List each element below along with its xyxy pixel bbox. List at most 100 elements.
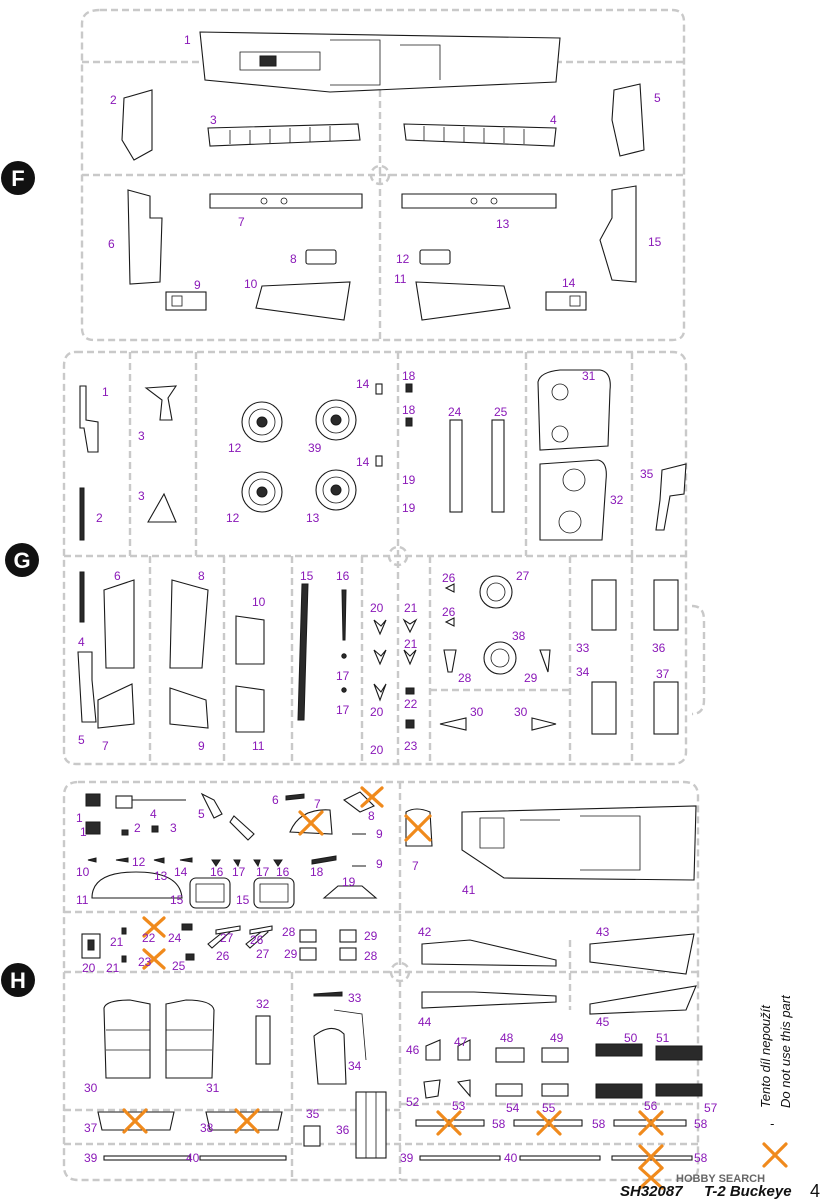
label-h-3: 3 (170, 821, 177, 835)
sprue-g-part-18a (405, 383, 413, 393)
sprue-g-part-33 (591, 579, 617, 631)
label-g-18b: 18 (402, 403, 416, 417)
label-g-22: 22 (404, 697, 418, 711)
label-h-11: 11 (76, 893, 89, 907)
sprue-h-part-16a (211, 859, 221, 867)
label-h-50: 50 (624, 1031, 638, 1045)
label-h-15a: 15 (170, 893, 184, 907)
sprue-h-part-47 (457, 1039, 471, 1061)
sprue-g-part-20b (373, 649, 387, 666)
label-h-28b: 28 (364, 949, 378, 963)
sprue-h-part-18 (311, 855, 337, 865)
label-h-30: 30 (84, 1081, 98, 1095)
sprue-g-part-4 (79, 571, 85, 623)
label-h-44: 44 (418, 1015, 432, 1029)
label-g-29: 29 (524, 671, 538, 685)
sprue-g-part-21b (403, 649, 417, 666)
sprue-g-part-9 (169, 687, 209, 729)
label-h-28a: 28 (282, 925, 296, 939)
sprue-g-part-34 (591, 681, 617, 735)
label-g-4: 4 (78, 635, 85, 649)
sprue-h-part-57 (655, 1083, 703, 1097)
sprue-h-part-38 (205, 1111, 283, 1131)
label-g-3a: 3 (138, 429, 145, 443)
label-g-17b: 17 (336, 703, 350, 717)
sprue-h-part-29a (299, 947, 317, 961)
sprue-f-part-3 (207, 123, 361, 147)
sprue-f-part-7 (209, 193, 363, 209)
label-g-8: 8 (198, 569, 205, 583)
exclusion-mark-h-58b (638, 1166, 664, 1190)
label-f-9: 9 (194, 278, 201, 292)
exclusion-mark-h-55 (536, 1110, 562, 1136)
sprue-g-part-18b (405, 417, 413, 427)
label-g-31: 31 (582, 369, 596, 383)
sprue-h-part-29b (339, 929, 357, 943)
label-g-25: 25 (494, 405, 508, 419)
label-h-55: 55 (542, 1101, 556, 1115)
sprue-f-part-4 (403, 123, 557, 147)
exclusion-mark-h-23 (142, 948, 166, 970)
label-h-7a: 7 (314, 797, 321, 811)
sprue-h-part-59 (333, 1009, 367, 1061)
label-h-57: 57 (704, 1101, 718, 1115)
sprue-g-part-11 (235, 685, 265, 733)
sprue-g-part-31 (537, 369, 611, 451)
sprue-h-part-16b (273, 859, 283, 867)
sprue-g-part-15 (297, 583, 309, 721)
sprue-h-part-12 (115, 857, 129, 863)
label-f-4: 4 (550, 113, 557, 127)
sprue-g-part-28 (443, 649, 457, 673)
legend-text-en: Do not use this part (778, 994, 793, 1108)
label-g-12b: 12 (226, 511, 240, 525)
sprue-g-part-16 (341, 589, 347, 641)
label-h-40a: 40 (186, 1151, 200, 1165)
sprue-g-part-30b (531, 717, 557, 731)
exclusion-mark-h-7b (404, 814, 432, 842)
sprue-h-part-32 (255, 1015, 271, 1065)
label-h-34: 34 (348, 1059, 362, 1073)
label-g-16: 16 (336, 569, 350, 583)
watermark: HOBBY SEARCH (676, 1173, 765, 1185)
sprue-h-part-25 (185, 953, 195, 961)
sprue-h-part-56a (595, 1083, 643, 1099)
label-h-25: 25 (172, 959, 186, 973)
sprue-h-part-17b (253, 859, 261, 868)
label-f-2: 2 (110, 93, 117, 107)
label-h-33: 33 (348, 991, 362, 1005)
sprue-g-part-23 (405, 719, 415, 729)
label-h-41: 41 (462, 883, 476, 897)
sprue-h-part-8 (342, 791, 375, 813)
label-g-21a: 21 (404, 601, 418, 615)
label-g-33: 33 (576, 641, 590, 655)
sprue-f-part-8 (305, 249, 337, 265)
label-h-9b: 9 (376, 857, 383, 871)
sprue-h-part-21a (121, 927, 127, 935)
label-h-21b: 21 (106, 961, 120, 975)
sprue-h-part-15a (189, 877, 231, 909)
label-h-31: 31 (206, 1081, 220, 1095)
label-g-20b: 20 (370, 705, 384, 719)
sprue-g-part-39 (315, 399, 357, 441)
label-g-37: 37 (656, 667, 670, 681)
sprue-g-part-12a (241, 401, 283, 443)
label-g-7: 7 (102, 739, 109, 753)
sprue-h-part-14 (179, 857, 193, 863)
sprue-f-part-6 (127, 189, 163, 285)
exclusion-mark-h-37 (122, 1108, 148, 1134)
label-h-46: 46 (406, 1043, 420, 1057)
sprue-g-part-27 (479, 575, 513, 609)
label-h-45: 45 (596, 1015, 610, 1029)
label-f-13: 13 (496, 217, 510, 231)
sprue-h-part-28a (299, 929, 317, 943)
exclusion-mark-h-8 (360, 786, 384, 808)
sprue-h-part-40b (519, 1155, 601, 1161)
sprue-g-badge (5, 543, 39, 577)
sprue-h-part-44 (421, 991, 557, 1009)
sprue-h-part-48 (495, 1047, 525, 1063)
label-g-26b: 26 (442, 605, 456, 619)
label-h-17b: 17 (256, 865, 270, 879)
sprue-f-part-11 (415, 281, 511, 321)
sprue-f-part-13 (401, 193, 557, 209)
sprue-h-part-30 (103, 999, 151, 1079)
